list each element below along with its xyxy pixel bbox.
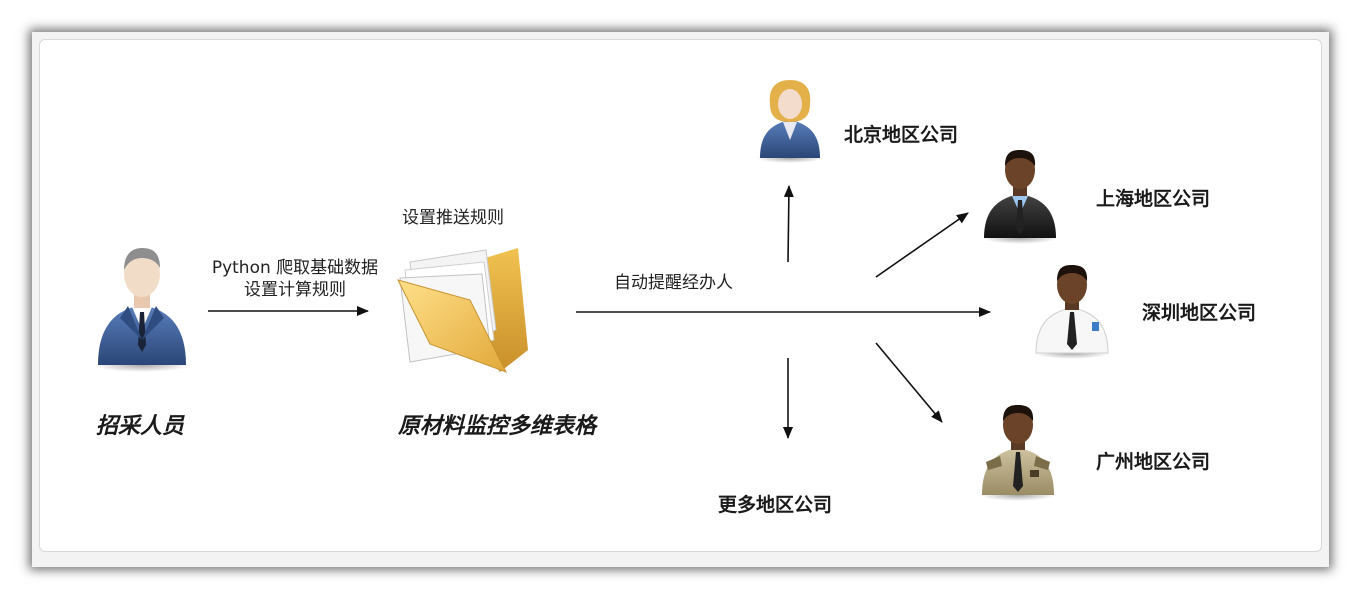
crawl-label: Python 爬取基础数据 设置计算规则: [200, 257, 390, 301]
company-guangzhou-label: 广州地区公司: [1096, 451, 1211, 473]
woman-person-icon: [756, 80, 824, 163]
diagram-panel: [39, 39, 1322, 552]
man-white-shirt-icon: [1034, 265, 1110, 359]
crawl-label-line1: Python 爬取基础数据: [211, 258, 379, 278]
man-dark-suit-icon: [982, 150, 1058, 244]
remind-label: 自动提醒经办人: [614, 273, 733, 293]
company-beijing-label: 北京地区公司: [844, 124, 959, 146]
push-rule-label: 设置推送规则: [402, 208, 504, 228]
diagram-frame: [32, 32, 1329, 567]
table-label: 原材料监控多维表格: [398, 414, 597, 439]
arrow-to-guangzhou: [875, 342, 943, 423]
arrow-to-beijing: [783, 185, 794, 263]
company-shenzhen-label: 深圳地区公司: [1142, 302, 1257, 324]
man-security-uniform-icon: [980, 405, 1056, 501]
arrow-to-shanghai: [875, 212, 969, 278]
purchaser-label: 招采人员: [96, 414, 185, 439]
folder-icon: [397, 248, 528, 373]
crawl-label-line2: 设置计算规则: [244, 280, 346, 300]
purchaser-person-icon: [94, 248, 190, 372]
company-shanghai-label: 上海地区公司: [1096, 188, 1211, 210]
more-companies-label: 更多地区公司: [718, 494, 833, 516]
